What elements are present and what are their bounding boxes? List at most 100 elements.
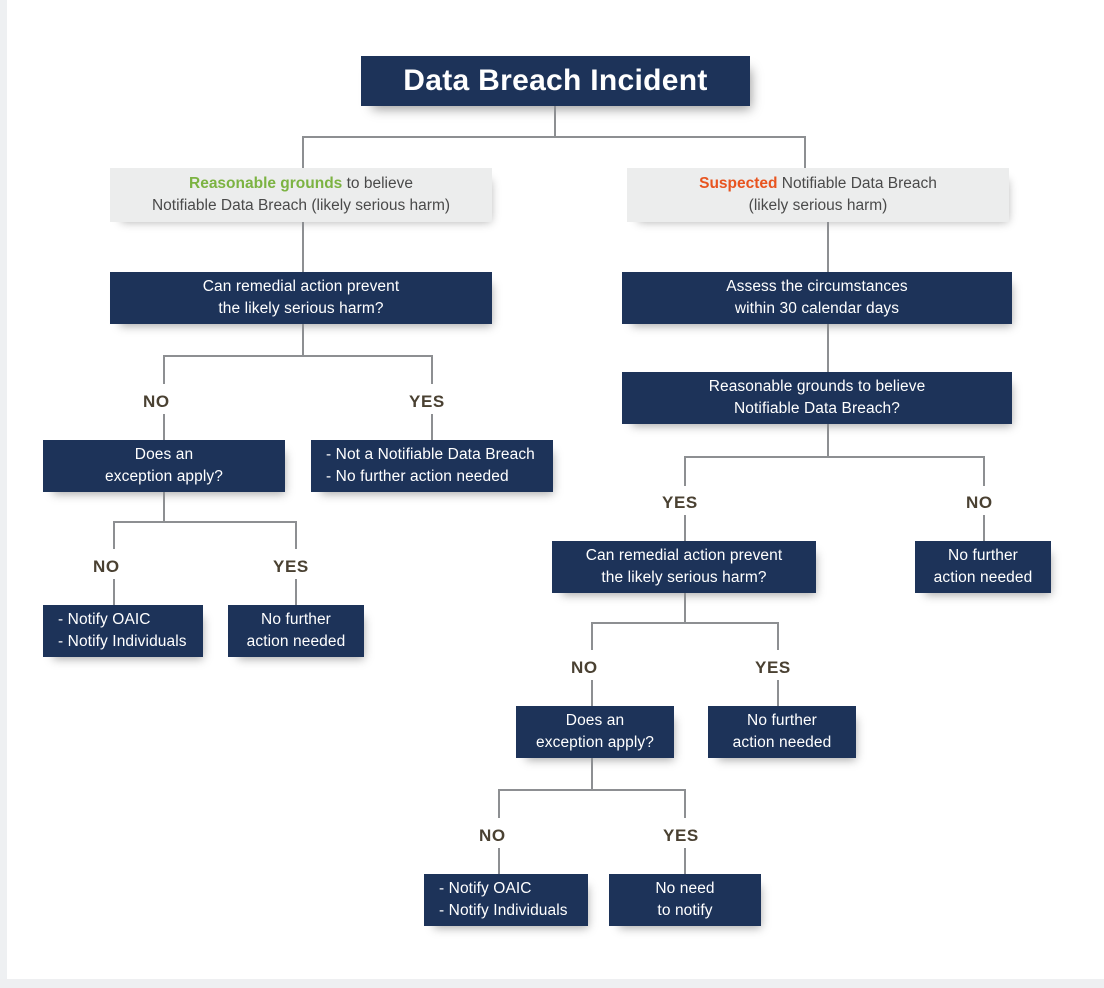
connector-left-q1-yes: [431, 355, 433, 384]
right-q2-line2: the likely serious harm?: [601, 569, 767, 586]
connector-left-q1-stem: [302, 324, 304, 356]
connector-right-yes-to-q2: [684, 515, 686, 541]
left-branch-header: Reasonable grounds to believe Notifiable…: [110, 168, 492, 222]
connector-right-q3no-to-notify: [498, 848, 500, 874]
right-no-further-action-node: No further action needed: [915, 541, 1051, 593]
right-assess-line1: Assess the circumstances: [726, 278, 908, 295]
left-q1-line1: Can remedial action prevent: [202, 278, 400, 295]
left-not-notifiable-line1: - Not a Notifiable Data Breach: [326, 446, 535, 463]
right-q2-yes-label: YES: [755, 658, 791, 677]
right-branch-header: Suspected Notifiable Data Breach (likely…: [627, 168, 1009, 222]
left-notify-line1: - Notify OAIC: [58, 611, 151, 628]
left-notify-node: - Notify OAIC - Notify Individuals: [43, 605, 203, 657]
connector-left-q1-no: [163, 355, 165, 384]
right-noneed-line1: No need: [655, 880, 715, 897]
connector-to-left-header: [302, 136, 304, 168]
left-header-line2: Notifiable Data Breach (likely serious h…: [151, 197, 451, 214]
left-q1-no-label: NO: [143, 392, 170, 411]
left-not-notifiable-node: - Not a Notifiable Data Breach - No furt…: [311, 440, 553, 492]
right-no-further-action-2-node: No further action needed: [708, 706, 856, 758]
right-exception-line2: exception apply?: [536, 734, 654, 751]
connector-left-no-to-exception: [163, 414, 165, 440]
connector-right-exception-stem: [591, 758, 593, 790]
left-exception-node: Does an exception apply?: [43, 440, 285, 492]
left-q1-line2: the likely serious harm?: [218, 300, 384, 317]
page-title: Data Breach Incident: [403, 63, 708, 97]
left-header-emphasis: Reasonable grounds: [189, 174, 343, 192]
connector-right-header-to-step1: [827, 222, 829, 272]
connector-left-header-to-q1: [302, 222, 304, 272]
connector-left-yes-to-nofurther: [295, 579, 297, 605]
connector-title-stem: [554, 106, 556, 137]
connector-left-exception-split: [113, 521, 297, 523]
right-header-line1: Suspected Notifiable Data Breach: [699, 173, 937, 195]
right-no-need-notify-node: No need to notify: [609, 874, 761, 926]
connector-right-assess-to-q1: [827, 324, 829, 372]
right-exception-node: Does an exception apply?: [516, 706, 674, 758]
left-no-further-line2: action needed: [246, 633, 346, 650]
right-assess-line2: within 30 calendar days: [734, 300, 900, 317]
left-header-line1: Reasonable grounds to believe: [189, 173, 413, 195]
right-q2-no-label: NO: [571, 658, 598, 677]
right-q1-node: Reasonable grounds to believe Notifiable…: [622, 372, 1012, 424]
connector-right-q1-no: [983, 456, 985, 486]
right-q2yes-line2: action needed: [732, 734, 832, 751]
right-assess-node: Assess the circumstances within 30 calen…: [622, 272, 1012, 324]
connector-right-q1-split: [684, 456, 985, 458]
connector-to-right-header: [804, 136, 806, 168]
connector-left-exception-no: [113, 521, 115, 549]
left-no-further-action-node: No further action needed: [228, 605, 364, 657]
connector-right-q2no-to-exception: [591, 680, 593, 706]
connector-title-split: [302, 136, 806, 138]
title-node: Data Breach Incident: [361, 56, 750, 106]
right-q2yes-line1: No further: [747, 712, 817, 729]
connector-right-q2-stem: [684, 593, 686, 623]
right-q1no-line2: action needed: [933, 569, 1033, 586]
connector-right-q2-split: [591, 622, 779, 624]
right-q1-no-label: NO: [966, 493, 993, 512]
connector-left-exception-yes: [295, 521, 297, 549]
left-q2-yes-label: YES: [273, 557, 309, 576]
right-noneed-line2: to notify: [657, 902, 713, 919]
connector-right-q1-stem: [827, 424, 829, 457]
right-q1no-line1: No further: [948, 547, 1018, 564]
right-notify-line1: - Notify OAIC: [439, 880, 532, 897]
connector-right-q3yes-to-noneed: [684, 848, 686, 874]
connector-left-exception-stem: [163, 492, 165, 522]
left-not-notifiable-line2: - No further action needed: [326, 468, 509, 485]
right-header-rest: Notifiable Data Breach: [777, 174, 937, 192]
left-exception-line1: Does an: [134, 446, 194, 463]
left-q1-yes-label: YES: [409, 392, 445, 411]
page-bottom-edge: [0, 979, 1104, 988]
right-q1-yes-label: YES: [662, 493, 698, 512]
left-header-rest: to believe: [342, 174, 413, 192]
right-notify-line2: - Notify Individuals: [439, 902, 568, 919]
connector-right-exception-yes: [684, 789, 686, 818]
left-q2-no-label: NO: [93, 557, 120, 576]
right-q1-line1: Reasonable grounds to believe: [708, 378, 926, 395]
connector-right-exception-split: [498, 789, 686, 791]
page-left-edge: [0, 0, 7, 988]
connector-right-exception-no: [498, 789, 500, 818]
right-header-line2: (likely serious harm): [748, 197, 888, 214]
right-q1-line2: Notifiable Data Breach?: [733, 400, 900, 417]
left-exception-line2: exception apply?: [105, 468, 223, 485]
connector-right-no-to-outcome: [983, 515, 985, 541]
right-q2-node: Can remedial action prevent the likely s…: [552, 541, 816, 593]
right-q3-no-label: NO: [479, 826, 506, 845]
connector-right-q2-no: [591, 622, 593, 650]
connector-right-q2yes-to-outcome: [777, 680, 779, 706]
right-q3-yes-label: YES: [663, 826, 699, 845]
connector-right-q2-yes: [777, 622, 779, 650]
right-header-emphasis: Suspected: [699, 174, 778, 192]
left-no-further-line1: No further: [261, 611, 331, 628]
connector-left-no-to-notify: [113, 579, 115, 605]
right-exception-line1: Does an: [565, 712, 625, 729]
right-notify-node: - Notify OAIC - Notify Individuals: [424, 874, 588, 926]
connector-right-q1-yes: [684, 456, 686, 486]
connector-left-yes-to-outcome: [431, 414, 433, 440]
left-notify-line2: - Notify Individuals: [58, 633, 187, 650]
right-q2-line1: Can remedial action prevent: [585, 547, 783, 564]
connector-left-q1-split: [163, 355, 433, 357]
